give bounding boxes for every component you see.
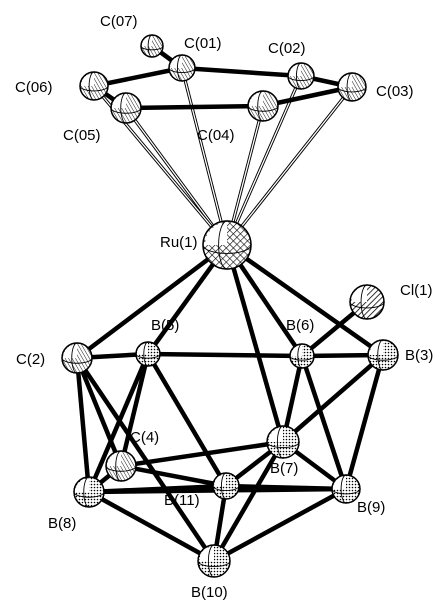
bond-C01-C02 [179,65,304,79]
bond-Ru1-C03 [225,86,354,246]
label-layer: C(07) C(01) C(02) C(06) C(03) C(05) C(04) Ru(1)… [15,13,433,601]
atom-B10 [197,544,231,578]
bond-C2-B10 [74,355,217,564]
bond-B7-B10 [211,439,286,564]
bond-B5-C4 [118,351,151,469]
bond-Ru1-C05 [124,107,229,246]
label-B10: B(10) [191,584,228,601]
atom-C2 [61,342,93,374]
atom-B9 [331,474,361,504]
bond-C04-C05 [123,103,266,111]
bond-B3-B9 [343,352,386,492]
label-B9: B(9) [357,499,385,516]
bond-B5-B6 [145,351,305,359]
label-C01: C(01) [184,35,222,52]
atom-C01 [168,54,196,82]
label-C02: C(02) [268,40,306,57]
bond-C4-B11 [118,463,229,489]
bond-B6-B9 [299,353,349,492]
label-B3: B(3) [405,347,433,364]
bond-C4-B7 [118,439,286,469]
atom-C03 [337,72,367,102]
atom-B3 [367,339,399,371]
atom-layer [61,34,399,578]
label-C05: C(05) [63,127,101,144]
label-B7: B(7) [270,460,298,477]
atom-C02 [287,62,315,90]
atom-C4 [105,450,137,482]
atom-B6 [289,343,315,369]
atom-B7 [266,425,300,459]
label-C4: C(4) [130,429,159,446]
bond-Ru1-B3 [224,242,386,358]
bond-Ru1-C2 [74,242,230,361]
label-B5: B(5) [151,317,179,334]
label-B11: B(11) [164,492,200,509]
bond-Ru1-C01 [180,67,229,246]
label-C2: C(2) [16,351,45,368]
bond-Ru1-B7 [224,242,286,445]
atom-C06 [79,71,109,101]
label-Ru1: Ru(1) [160,234,198,251]
label-Cl1: Cl(1) [400,282,433,299]
atom-Ru1 [202,220,252,270]
bond-B9-B10 [211,486,349,564]
atom-C05 [110,92,142,124]
atom-B5 [135,341,161,367]
atom-Cl1 [349,284,385,320]
bond-B3-B7 [280,352,386,445]
bond-B5-B8 [86,351,151,495]
bond-C2-C4 [74,355,124,469]
label-C03: C(03) [376,83,414,100]
label-C07: C(07) [100,13,138,30]
atom-B11 [212,472,240,500]
bond-B5-B11 [145,351,229,489]
atom-C04 [247,90,279,122]
bond-B8-B10 [86,489,217,564]
label-C04: C(04) [197,127,235,144]
atom-C07 [140,34,164,58]
label-C06: C(06) [15,79,53,96]
bond-C06-C01 [91,65,185,89]
label-B8: B(8) [48,515,76,532]
bond-C2-B8 [74,355,92,495]
atom-B8 [73,476,105,508]
label-B6: B(6) [286,317,314,334]
bond-Ru1-C02 [225,75,303,246]
